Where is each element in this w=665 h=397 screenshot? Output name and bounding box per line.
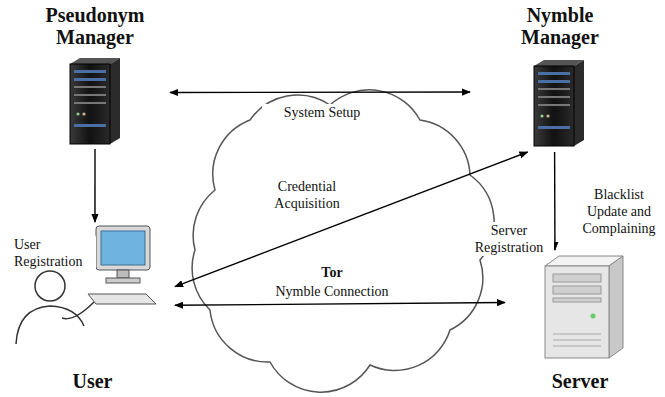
pseudonym-manager-rack <box>66 54 124 148</box>
edge-label: System Setup <box>262 104 382 121</box>
edge-label: User Registration <box>12 236 96 270</box>
entity-name: Nymble Manager <box>503 4 618 48</box>
server-tower <box>525 252 635 362</box>
entity-node: Nymble Manager <box>470 4 650 152</box>
flow-arrow <box>94 149 95 222</box>
edge-label: Server Registration <box>464 222 554 256</box>
edge-label: Credential Acquisition <box>250 178 364 212</box>
nymble-manager-rack <box>530 56 588 150</box>
edge-label: Nymble Connection <box>250 283 414 300</box>
entity-name: Server <box>552 370 609 392</box>
flow-arrow <box>175 152 528 287</box>
entity-node: Pseudonym Manager <box>20 4 170 149</box>
flow-arrow <box>175 303 505 306</box>
flow-arrow <box>554 152 556 250</box>
annotation-label: Tor <box>310 264 354 281</box>
flow-arrow <box>170 91 470 93</box>
entity-name: Pseudonym Manager <box>28 4 163 48</box>
entity-name: User <box>73 370 113 392</box>
entity-node: Server <box>505 250 655 392</box>
annotation-label: Blacklist Update and Complaining <box>576 186 662 237</box>
